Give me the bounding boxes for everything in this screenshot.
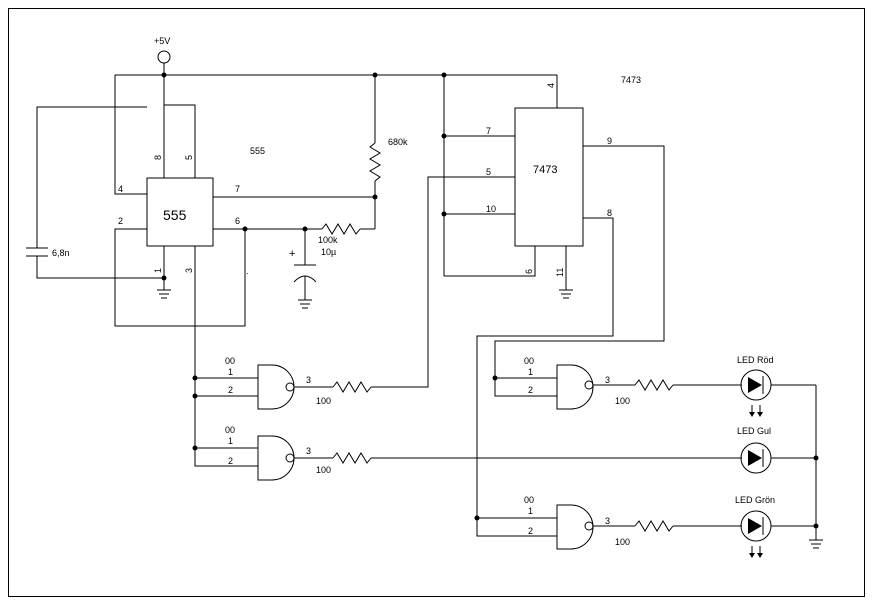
gate-2-in1: 1 [228, 436, 233, 446]
timer-pin-8: 8 [153, 155, 163, 160]
nand-gate-4 [476, 504, 742, 550]
resistor-gate-1-icon [332, 381, 372, 393]
gate-1-in2: 2 [228, 385, 233, 395]
flipflop-pin-10: 10 [486, 204, 496, 214]
timer-555-caption: 555 [250, 146, 265, 156]
supply-label: +5V [154, 36, 170, 46]
flipflop-7473-label: 7473 [533, 164, 557, 176]
gate-4-resistor: 100 [615, 537, 630, 547]
resistor-gate-4-icon [634, 520, 674, 532]
resistor-680k-label: 680k [388, 137, 408, 147]
gate-3-out: 3 [605, 375, 610, 385]
led-yellow-label: LED Gul [737, 426, 771, 436]
diagram-border [8, 8, 865, 597]
gate-1-resistor: 100 [316, 396, 331, 406]
gate-2-state: 00 [225, 425, 235, 435]
flipflop-7473-caption: 7473 [621, 75, 641, 85]
flipflop-pin-8: 8 [607, 208, 612, 218]
flipflop-7473-chip [514, 107, 584, 247]
capacitor-10u-label: 10µ [321, 247, 336, 257]
led-yellow-icon [740, 442, 816, 474]
resistor-100k-label: 100k [318, 235, 338, 245]
timer-pin-2: 2 [118, 216, 123, 226]
timer-dot-mark: . [246, 266, 249, 276]
gate-3-state: 00 [524, 356, 534, 366]
nand-gate-1 [195, 364, 429, 410]
timer-pin-5: 5 [184, 155, 194, 160]
gate-3-resistor: 100 [615, 396, 630, 406]
capacitor-polarity: + [289, 248, 295, 260]
flipflop-pin-7: 7 [486, 126, 491, 136]
flipflop-pin-4: 4 [546, 83, 556, 88]
timer-pin-4: 4 [118, 184, 123, 194]
nand-gate-3 [494, 364, 742, 410]
gate-4-in2: 2 [528, 526, 533, 536]
gate-2-in2: 2 [228, 456, 233, 466]
flipflop-pin-11: 11 [555, 268, 565, 277]
gate-3-in2: 2 [528, 385, 533, 395]
timer-pin-1: 1 [153, 268, 163, 273]
capacitor-6n8-label: 6,8n [52, 248, 70, 258]
timer-pin-7: 7 [235, 184, 240, 194]
nand-gate-2 [194, 435, 742, 481]
timer-555-label: 555 [163, 207, 187, 223]
gate-1-out: 3 [306, 375, 311, 385]
gate-4-in1: 1 [528, 506, 533, 516]
gate-2-out: 3 [306, 446, 311, 456]
timer-555-chip [146, 177, 214, 247]
led-green-icon [740, 510, 816, 558]
timer-pin-6: 6 [235, 216, 240, 226]
supply-rail [114, 75, 147, 195]
timer-pin-3: 3 [184, 268, 194, 273]
resistor-100k-icon [321, 223, 361, 235]
resistor-gate-3-icon [634, 379, 674, 391]
gate-4-out: 3 [605, 516, 610, 526]
flipflop-pin-9: 9 [607, 136, 612, 146]
supply-terminal-icon [157, 50, 171, 64]
gate-2-resistor: 100 [316, 465, 331, 475]
resistor-gate-2-icon [332, 452, 372, 464]
led-red-icon [740, 369, 816, 417]
led-red-label: LED Röd [737, 355, 774, 365]
gate-4-state: 00 [524, 495, 534, 505]
resistor-680k-icon [369, 142, 381, 182]
flipflop-pin-6: 6 [524, 269, 534, 274]
gate-1-in1: 1 [228, 367, 233, 377]
flipflop-pin-5: 5 [486, 167, 491, 177]
led-green-label: LED Grön [735, 495, 775, 505]
gate-3-in1: 1 [528, 367, 533, 377]
gate-1-state: 00 [225, 356, 235, 366]
